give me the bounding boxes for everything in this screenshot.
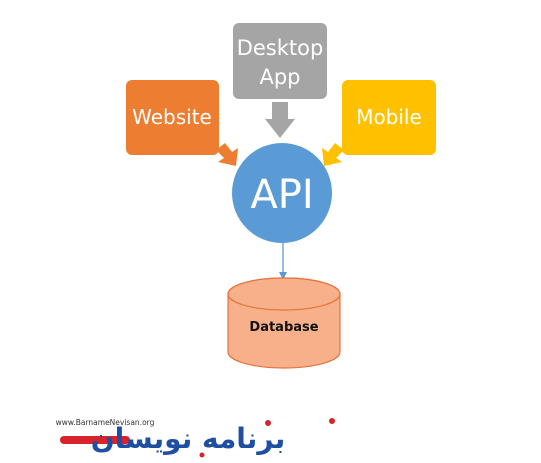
logo-wordmark-text: برنامه نویسان <box>91 422 286 455</box>
website-box <box>126 80 219 155</box>
desktop-app-box <box>233 23 327 99</box>
desktop-app-node: Desktop App <box>233 23 327 99</box>
mobile-to-api-arrow <box>322 143 344 166</box>
mobile-node: Mobile <box>342 80 436 155</box>
api-label: API <box>250 172 313 218</box>
mobile-label: Mobile <box>356 105 422 129</box>
logo-red-dot-1 <box>265 420 271 426</box>
logo-red-dot-3 <box>199 452 205 458</box>
database-label: Database <box>249 320 318 335</box>
api-circle <box>232 143 332 243</box>
api-to-database-arrowhead <box>279 272 287 280</box>
website-node: Website <box>126 80 219 155</box>
logo-url-text: www.BarnameNevisan.org <box>56 418 155 427</box>
logo-red-dot-2 <box>329 418 335 424</box>
desktop-to-api-arrow <box>265 102 295 138</box>
logo-wordmark: برنامه نویسان <box>60 418 335 458</box>
desktop-app-label-line2: App <box>259 65 300 89</box>
website-to-api-arrow <box>216 143 238 166</box>
website-label: Website <box>132 105 212 129</box>
logo-red-swoosh <box>60 436 130 444</box>
database-node: Database <box>227 277 341 369</box>
logo-watermark: www.BarnameNevisan.org برنامه نویسان <box>56 418 335 458</box>
mobile-box <box>342 80 436 155</box>
database-cylinder-top <box>227 277 341 311</box>
api-node: API <box>232 143 332 243</box>
desktop-app-label-line1: Desktop <box>237 36 324 60</box>
